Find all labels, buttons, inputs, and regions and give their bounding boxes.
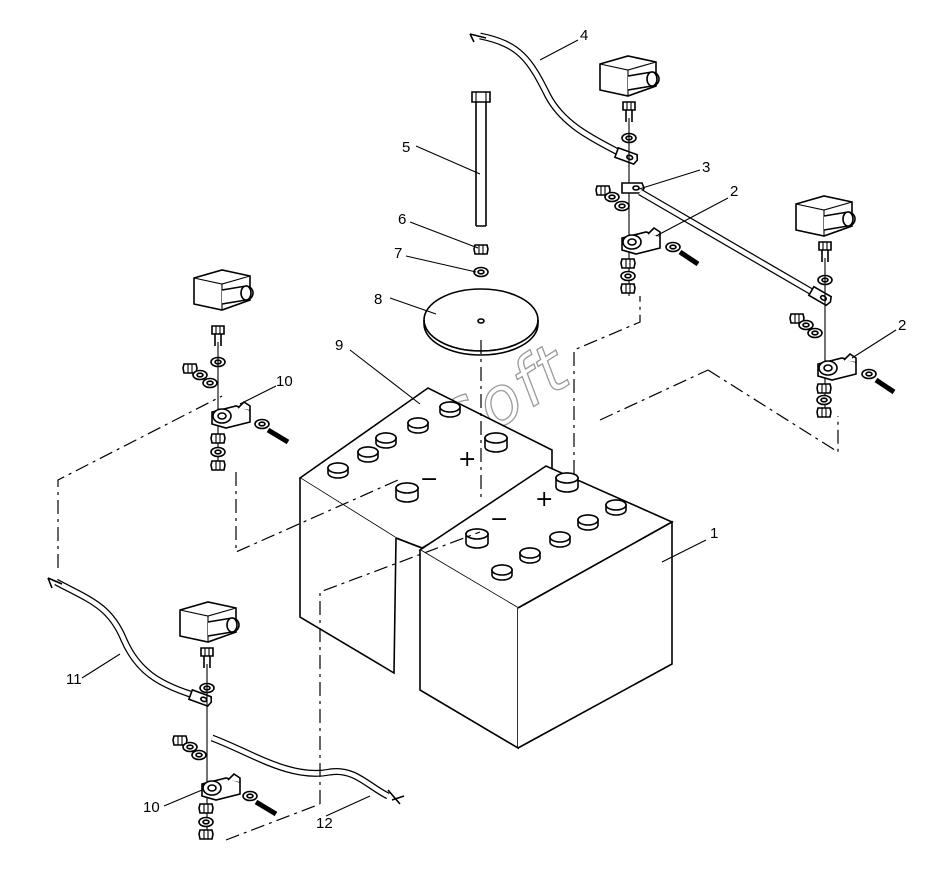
- callout-10-upper: 10: [276, 373, 293, 390]
- callout-8: 8: [374, 291, 382, 308]
- callout-1: 1: [710, 525, 718, 542]
- callout-2-upper: 2: [730, 183, 738, 200]
- callout-7: 7: [394, 245, 402, 262]
- battery-1: [418, 465, 674, 750]
- hold-down-assembly: [423, 91, 539, 356]
- terminal-group-lower-left: [172, 601, 278, 840]
- cable-4: [469, 32, 640, 166]
- cable-11: [47, 577, 214, 708]
- plus-sign-battery-1: +: [535, 487, 553, 512]
- plus-sign-battery-9: +: [458, 447, 476, 472]
- assembly-centerlines: [57, 296, 839, 841]
- callout-2-lower: 2: [898, 317, 906, 334]
- cable-12: [210, 734, 405, 805]
- callout-6: 6: [398, 211, 406, 228]
- callout-11: 11: [66, 671, 82, 688]
- leader-lines: [81, 39, 897, 817]
- callout-4: 4: [580, 27, 588, 44]
- terminal-group-upper-left: [182, 269, 290, 471]
- minus-sign-battery-1: −: [490, 507, 508, 532]
- callout-5: 5: [402, 139, 410, 156]
- cable-3: [638, 188, 834, 308]
- callout-10-lower: 10: [143, 799, 160, 816]
- callout-12: 12: [316, 815, 333, 832]
- terminal-group-upper-right: [595, 55, 700, 296]
- terminal-group-lower-right: [789, 195, 896, 418]
- callout-9: 9: [335, 337, 343, 354]
- minus-sign-battery-9: −: [420, 467, 438, 492]
- callout-3: 3: [702, 159, 710, 176]
